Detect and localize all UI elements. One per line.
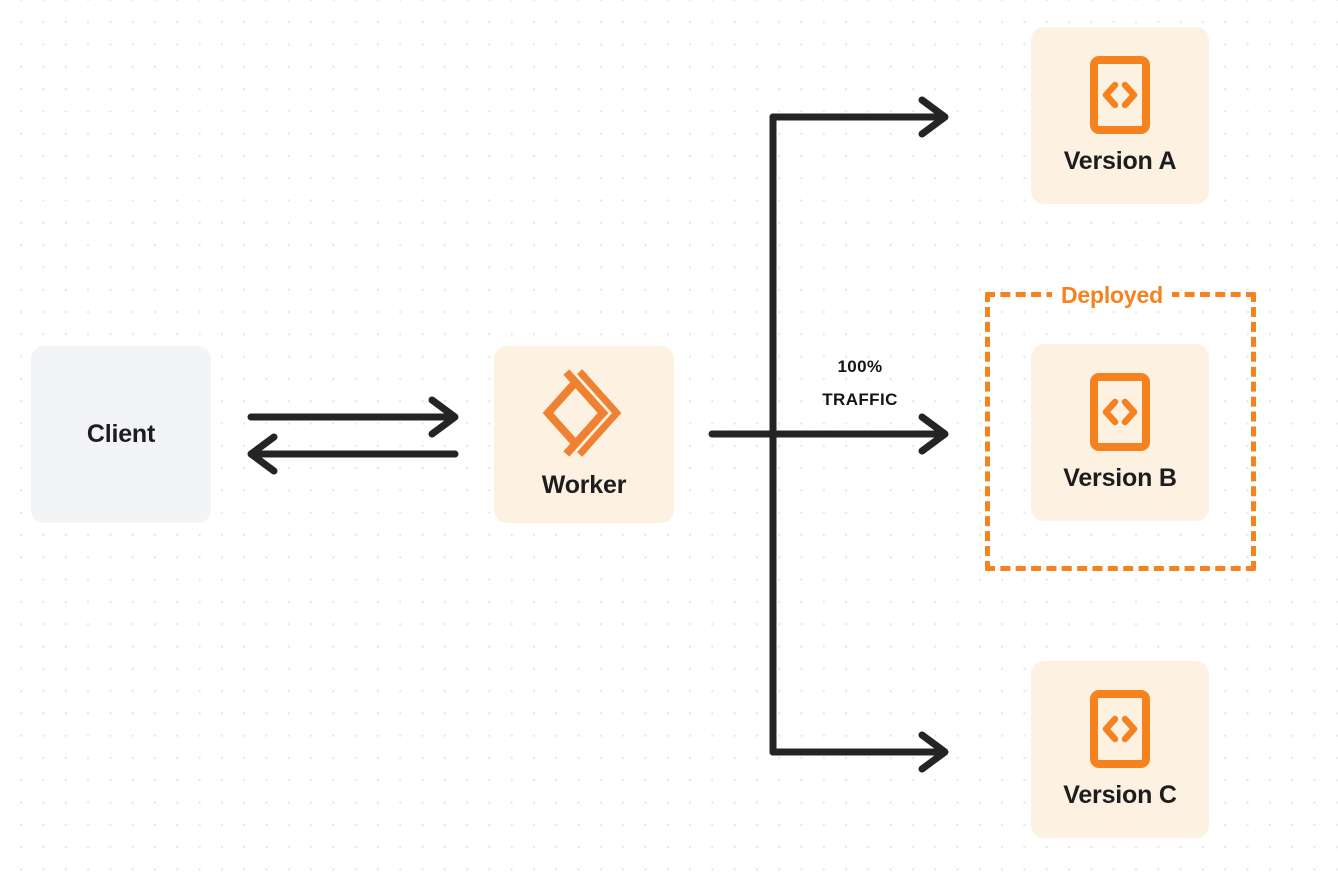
node-version-c[interactable]: Version C — [1031, 661, 1209, 838]
traffic-percent: 100% — [837, 357, 883, 376]
edge-worker-to-version-a — [769, 96, 949, 138]
node-version-a[interactable]: Version A — [1031, 27, 1209, 204]
node-client[interactable]: Client — [31, 346, 211, 523]
edge-worker-to-version-b — [769, 413, 949, 455]
code-file-icon — [1089, 55, 1151, 135]
edge-worker-to-client — [247, 433, 459, 475]
node-worker-label: Worker — [541, 471, 627, 499]
node-version-a-label: Version A — [1063, 147, 1177, 175]
node-client-label: Client — [86, 420, 156, 448]
node-version-b-label: Version B — [1063, 464, 1177, 492]
code-file-icon — [1089, 689, 1151, 769]
deployed-group-label: Deployed — [1052, 284, 1172, 307]
traffic-label: 100% TRAFFIC — [795, 350, 925, 416]
node-version-b[interactable]: Version B — [1031, 344, 1209, 521]
cloudflare-workers-logo-icon — [538, 369, 630, 457]
traffic-unit: TRAFFIC — [822, 390, 898, 409]
code-file-icon — [1089, 372, 1151, 452]
edge-worker-to-version-c — [769, 731, 949, 773]
edge-client-to-worker — [247, 396, 459, 438]
node-version-c-label: Version C — [1063, 781, 1177, 809]
node-worker[interactable]: Worker — [494, 346, 674, 523]
